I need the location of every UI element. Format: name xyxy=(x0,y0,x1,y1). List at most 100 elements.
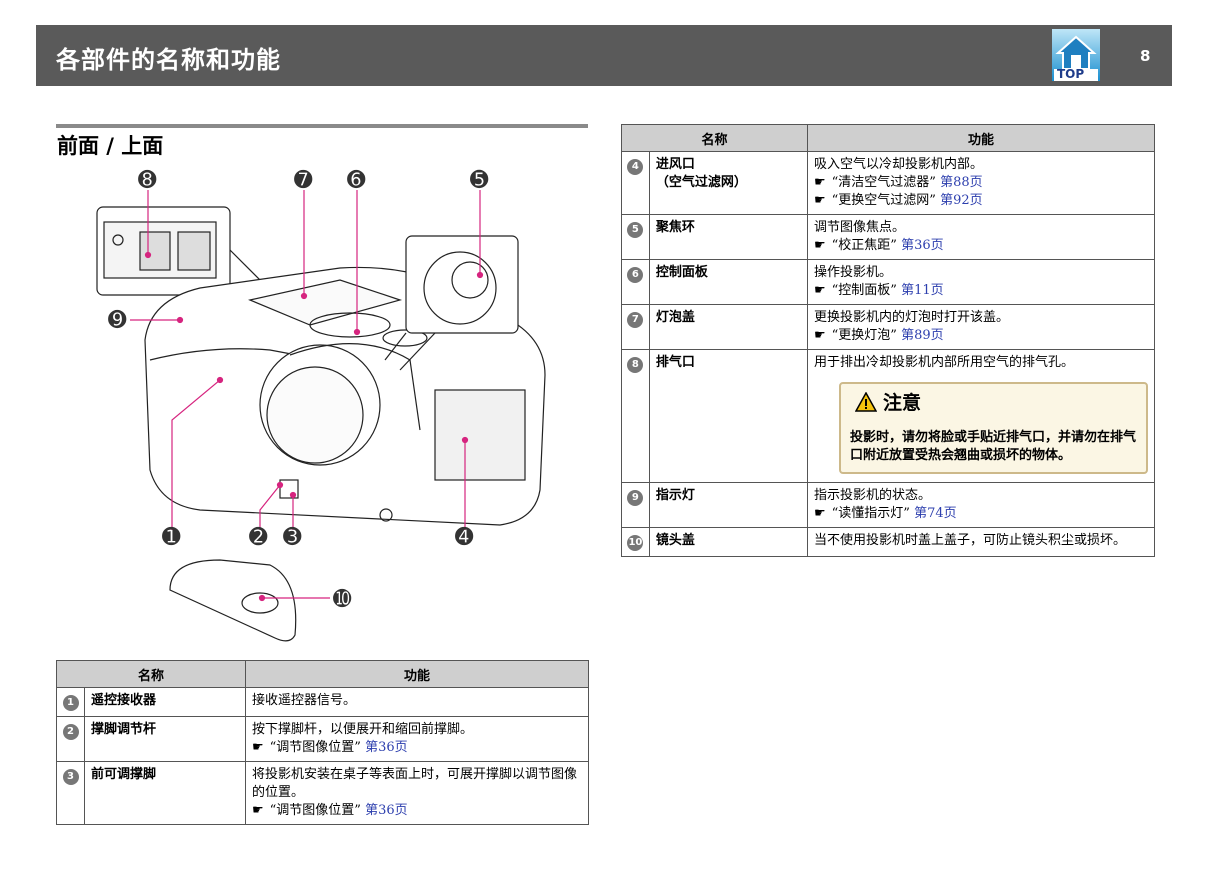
part-name: 控制面板 xyxy=(648,259,809,305)
part-name: 灯泡盖 xyxy=(648,304,809,350)
pointing-hand-icon: ☛ xyxy=(814,506,826,521)
pointing-hand-icon: ☛ xyxy=(814,175,826,190)
callout-5: ➎ xyxy=(470,168,489,193)
table-header-row: 名称 功能 xyxy=(621,124,1155,152)
ref-title: “更换空气过滤网” xyxy=(831,193,936,208)
cross-reference[interactable]: ☛“控制面板” 第11页 xyxy=(814,282,1148,300)
number-badge: 1 xyxy=(62,695,79,711)
part-name: 排气口 xyxy=(648,349,809,483)
ref-title: “调节图像位置” xyxy=(269,740,361,755)
number-badge: 4 xyxy=(627,159,644,175)
table-row: 4 进风口 （空气过滤网） 吸入空气以冷却投影机内部。 ☛ “清洁空气过滤器” 第8… xyxy=(621,151,1155,215)
part-name: 镜头盖 xyxy=(648,527,809,557)
column-header-function: 功能 xyxy=(245,660,589,688)
ref-page-link[interactable]: 第36页 xyxy=(365,740,408,755)
section-rule xyxy=(56,124,588,128)
table-row: 3 前可调撑脚 将投影机安装在桌子等表面上时，可展开撑脚以调节图像的位置。 ☛ “… xyxy=(56,761,589,825)
projector-drawing xyxy=(96,190,546,642)
ref-title: “调节图像位置” xyxy=(269,803,361,818)
table-row: 1 遥控接收器 接收遥控器信号。 xyxy=(56,687,589,717)
ref-title: “校正焦距” xyxy=(831,238,897,253)
ref-title: “清洁空气过滤器” xyxy=(831,175,936,190)
part-description: 指示投影机的状态。 xyxy=(814,488,932,503)
table-row: 10 镜头盖 当不使用投影机时盖上盖子，可防止镜头积尘或损坏。 xyxy=(621,527,1155,557)
pointing-hand-icon: ☛ xyxy=(814,193,826,208)
ref-page-link[interactable]: 第88页 xyxy=(940,175,983,190)
ref-page-link[interactable]: 第11页 xyxy=(901,283,944,298)
callout-1: ➊ xyxy=(162,525,181,550)
part-name: 撑脚调节杆 xyxy=(84,716,246,762)
section-title: 前面 / 上面 xyxy=(57,134,164,158)
ref-page-link[interactable]: 第92页 xyxy=(940,193,983,208)
caution-title: 注意 xyxy=(883,392,922,414)
ref-page-link[interactable]: 第89页 xyxy=(901,328,944,343)
part-description: 操作投影机。 xyxy=(814,265,893,280)
ref-page-link[interactable]: 第74页 xyxy=(914,506,957,521)
table-header-row: 名称 功能 xyxy=(56,660,589,688)
ref-page-link[interactable]: 第36页 xyxy=(365,803,408,818)
cross-reference[interactable]: ☛ “更换空气过滤网” 第92页 xyxy=(814,192,1148,210)
cross-reference[interactable]: ☛ “校正焦距” 第36页 xyxy=(814,237,1148,255)
table-row: 2 撑脚调节杆 按下撑脚杆，以便展开和缩回前撑脚。 ☛“调节图像位置” 第36页 xyxy=(56,716,589,762)
callout-3: ➌ xyxy=(283,525,302,550)
part-name: 前可调撑脚 xyxy=(84,761,246,825)
ref-page-link[interactable]: 第36页 xyxy=(901,238,944,253)
top-label: TOP xyxy=(1057,67,1085,81)
callout-4: ➍ xyxy=(455,525,474,550)
callout-6: ➏ xyxy=(347,168,366,193)
part-description: 接收遥控器信号。 xyxy=(252,693,357,708)
table-row: 7 灯泡盖 更换投影机内的灯泡时打开该盖。 ☛ “更换灯泡” 第89页 xyxy=(621,304,1155,350)
page-header: 各部件的名称和功能 TOP 8 xyxy=(36,25,1172,86)
column-header-name: 名称 xyxy=(56,660,246,688)
part-name-sub: （空气过滤网） xyxy=(655,175,747,190)
caution-heading: 注意 xyxy=(854,391,922,414)
cross-reference[interactable]: ☛ “调节图像位置” 第36页 xyxy=(252,802,582,820)
number-badge: 6 xyxy=(627,267,644,283)
part-description: 调节图像焦点。 xyxy=(814,220,906,235)
projector-illustration: ➑ ➐ ➏ ➎ ➒ ➊ ➋ ➌ ➍ ➓ xyxy=(90,160,560,650)
part-name: 指示灯 xyxy=(648,482,809,528)
number-badge: 8 xyxy=(627,357,644,373)
table-row: 5 聚焦环 调节图像焦点。 ☛ “校正焦距” 第36页 xyxy=(621,214,1155,260)
pointing-hand-icon: ☛ xyxy=(252,803,264,818)
caution-box: 注意 投影时，请勿将脸或手贴近排气口，并请勿在排气口附近放置受热会翘曲或损坏的物… xyxy=(839,382,1148,474)
parts-table-right: 名称 功能 4 进风口 （空气过滤网） 吸入空气以冷却投影机内部。 ☛ “清洁空气过… xyxy=(621,124,1155,557)
number-badge: 2 xyxy=(62,724,79,740)
part-description: 按下撑脚杆，以便展开和缩回前撑脚。 xyxy=(252,722,474,737)
ref-title: “控制面板” xyxy=(831,283,897,298)
callout-10: ➓ xyxy=(333,587,352,612)
part-description: 将投影机安装在桌子等表面上时，可展开撑脚以调节图像的位置。 xyxy=(252,767,578,800)
pointing-hand-icon: ☛ xyxy=(814,328,826,343)
callout-7: ➐ xyxy=(294,168,313,193)
number-badge: 10 xyxy=(627,535,644,551)
cross-reference[interactable]: ☛ “清洁空气过滤器” 第88页 xyxy=(814,174,1148,192)
part-description: 用于排出冷却投影机内部所用空气的排气孔。 xyxy=(814,355,1075,370)
pointing-hand-icon: ☛ xyxy=(814,238,826,253)
part-description: 更换投影机内的灯泡时打开该盖。 xyxy=(814,310,1010,325)
callout-2: ➋ xyxy=(249,525,268,550)
column-header-name: 名称 xyxy=(621,124,808,152)
callout-8: ➑ xyxy=(138,168,157,193)
column-header-function: 功能 xyxy=(807,124,1155,152)
ref-title: “更换灯泡” xyxy=(831,328,897,343)
parts-table-left: 名称 功能 1 遥控接收器 接收遥控器信号。 2 撑脚调节杆 按下撑脚杆，以便展… xyxy=(56,660,589,825)
cross-reference[interactable]: ☛“调节图像位置” 第36页 xyxy=(252,739,582,757)
part-name: 聚焦环 xyxy=(648,214,809,260)
number-badge: 5 xyxy=(627,222,644,238)
table-row: 9 指示灯 指示投影机的状态。 ☛ “读懂指示灯” 第74页 xyxy=(621,482,1155,528)
page-number: 8 xyxy=(1140,47,1151,65)
caution-text: 投影时，请勿将脸或手贴近排气口，并请勿在排气口附近放置受热会翘曲或损坏的物体。 xyxy=(850,430,1137,463)
table-row: 8 排气口 用于排出冷却投影机内部所用空气的排气孔。 注意 投影时，请勿将脸或手… xyxy=(621,349,1155,483)
ref-title: “读懂指示灯” xyxy=(831,506,910,521)
top-button[interactable]: TOP xyxy=(1052,29,1100,81)
number-badge: 9 xyxy=(627,490,644,506)
part-description: 当不使用投影机时盖上盖子，可防止镜头积尘或损坏。 xyxy=(814,533,1127,548)
callout-9: ➒ xyxy=(108,308,127,333)
cross-reference[interactable]: ☛ “更换灯泡” 第89页 xyxy=(814,327,1148,345)
cross-reference[interactable]: ☛ “读懂指示灯” 第74页 xyxy=(814,505,1148,523)
number-badge: 3 xyxy=(62,769,79,785)
part-description: 吸入空气以冷却投影机内部。 xyxy=(814,157,984,172)
part-name: 进风口 xyxy=(655,157,695,172)
home-icon xyxy=(1052,29,1100,81)
number-badge: 7 xyxy=(627,312,644,328)
